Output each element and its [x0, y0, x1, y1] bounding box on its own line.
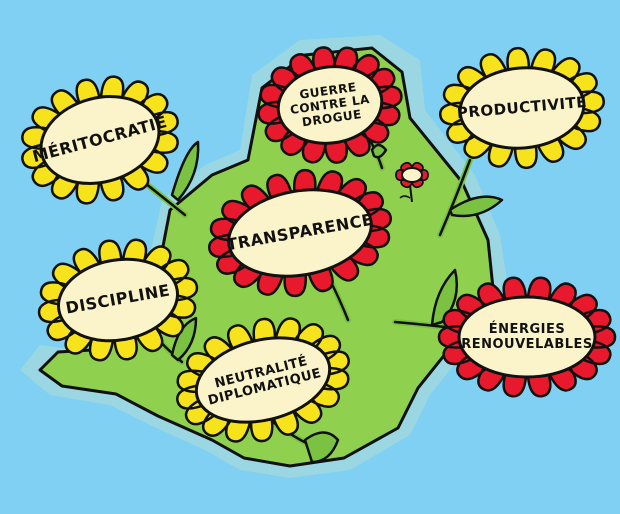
flower-petals	[208, 168, 392, 298]
flower-center	[276, 65, 384, 145]
flower-discipline: DISCIPLINE	[37, 238, 199, 362]
small-flower	[395, 161, 429, 203]
leaf	[170, 140, 200, 202]
flower-petals	[176, 317, 350, 443]
flower-productivite: PRODUCTIVITÉ	[439, 46, 605, 170]
flower-center	[39, 95, 161, 185]
small-flower-center	[401, 167, 423, 183]
flower-center	[227, 188, 373, 278]
leaf	[370, 143, 388, 159]
flower-center	[194, 336, 332, 424]
leaf	[170, 316, 198, 362]
flower-meritocratie: MÉRITOCRATIE	[21, 75, 179, 205]
flower-label: ÉNERGIES	[489, 321, 565, 337]
small-flower-petals	[395, 161, 429, 189]
leaves	[170, 140, 504, 464]
leaf	[303, 431, 340, 464]
flower-transparence: TRANSPARENCE	[208, 168, 392, 298]
flower-center	[457, 295, 597, 379]
flower-label: RENOUVELABLES	[461, 337, 593, 352]
flower-center	[458, 66, 586, 150]
leaf	[448, 195, 504, 218]
flower-center	[57, 257, 179, 343]
